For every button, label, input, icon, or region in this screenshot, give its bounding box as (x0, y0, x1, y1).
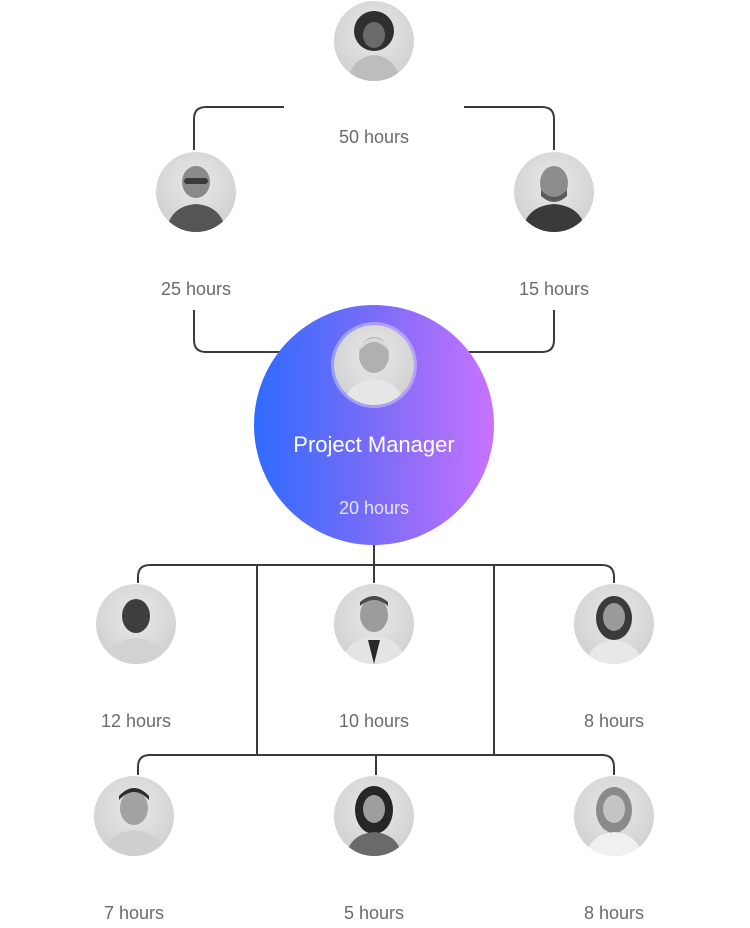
hours-left-mid: 25 hours (160, 279, 232, 299)
connector-right-manager (468, 310, 555, 353)
person-icon (106, 599, 166, 664)
connector-left-manager (193, 310, 280, 353)
person-icon (522, 166, 586, 232)
hours-top: 50 hours (338, 127, 410, 147)
avatar-left-mid (156, 152, 236, 232)
avatar-top (334, 1, 414, 81)
person-icon (586, 596, 642, 664)
hours-row2-right: 8 hours (583, 903, 645, 923)
hours-row1-center: 10 hours (338, 711, 410, 731)
hours-right-mid: 15 hours (518, 279, 590, 299)
avatar-row2-left (94, 776, 174, 856)
avatar-row2-right (574, 776, 654, 856)
avatar-row2-center (334, 776, 414, 856)
connector-row1-bus (137, 564, 615, 583)
project-manager-title: Project Manager (293, 432, 455, 457)
person-icon (104, 788, 164, 856)
person-icon (344, 337, 404, 405)
avatar-project-manager (334, 325, 414, 405)
avatar-row1-left (96, 584, 176, 664)
hours-row1-right: 8 hours (583, 711, 645, 731)
avatar-row1-center (334, 584, 414, 664)
person-icon (346, 786, 402, 856)
hours-row2-center: 5 hours (343, 903, 405, 923)
avatar-row1-right (574, 584, 654, 664)
person-icon (166, 166, 226, 232)
hours-row1-left: 12 hours (100, 711, 172, 731)
person-icon (586, 787, 642, 856)
avatar-right-mid (514, 152, 594, 232)
connector-top-right (464, 106, 555, 150)
person-icon (348, 11, 400, 81)
project-manager-hours: 20 hours (338, 498, 410, 518)
hours-row2-left: 7 hours (103, 903, 165, 923)
connector-top-left (193, 106, 284, 150)
person-icon (342, 596, 406, 664)
